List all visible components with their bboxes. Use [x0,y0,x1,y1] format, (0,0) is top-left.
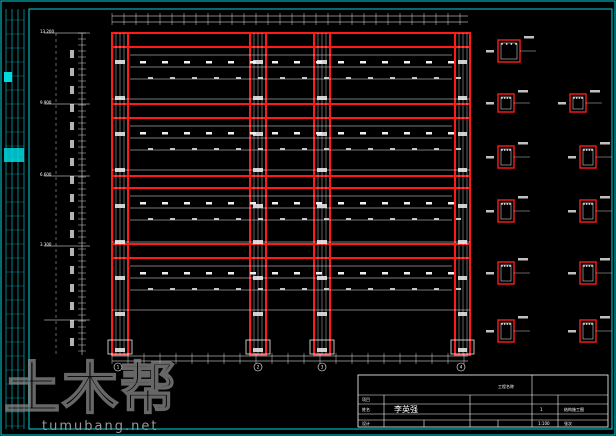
axis-bubble-2: 2 [253,362,263,372]
svg-text:4: 4 [460,365,463,370]
frame-elevation [107,32,475,356]
section-detail-8 [486,258,530,285]
section-details [486,36,612,343]
title-right-1: 结构施工图 [564,406,584,412]
title-block [357,374,609,428]
svg-text:土木帮: 土木帮 [4,357,178,422]
title-sheet: 1 [540,407,543,412]
level-mark-2: 9.900 [40,100,52,105]
title-row-2-left: 姓名 [362,406,370,412]
title-project-label: 工程名称 [498,383,514,389]
section-detail-7 [568,196,612,223]
title-row-3-left: 设计 [362,420,370,426]
section-detail-5 [568,142,612,169]
strip-mark-b [4,148,24,162]
axis-bubble-3: 3 [317,362,327,372]
level-mark-4: 3.300 [40,242,52,247]
svg-text:1: 1 [117,365,120,370]
inner-frame [28,8,613,430]
title-author-name: 李英强 [394,404,418,414]
left-binding-strip [4,9,25,429]
title-scale: 1:100 [538,421,550,426]
svg-text:3: 3 [321,365,324,370]
level-mark-3: 6.600 [40,172,52,177]
beam-floor-1 [111,32,471,48]
section-detail-6 [486,196,530,223]
section-detail-2 [486,90,530,113]
top-dimension-line [111,13,468,25]
section-detail-10 [486,316,530,343]
axis-bubble-4: 4 [456,362,466,372]
svg-text:2: 2 [257,365,260,370]
strip-mark-a [4,72,12,82]
watermark-url: tumubang.net [42,419,158,434]
elevation-scale [44,32,90,355]
title-right-2: 张次 [564,420,572,426]
section-detail-4 [486,142,530,169]
level-mark-1: 13.200 [40,29,54,34]
beam-floor-3 [111,175,471,189]
axis-bubble-1: 1 [113,362,123,372]
beam-floor-2 [111,103,471,119]
beam-floor-4 [111,243,471,259]
section-detail-3 [558,90,602,113]
watermark-logo: 土木帮 [3,356,178,423]
section-detail-11 [568,316,612,343]
bottom-dimension-line [111,353,468,364]
title-row-1-left: 项目 [362,396,370,402]
section-detail-9 [568,258,612,285]
section-detail-1 [486,36,536,63]
